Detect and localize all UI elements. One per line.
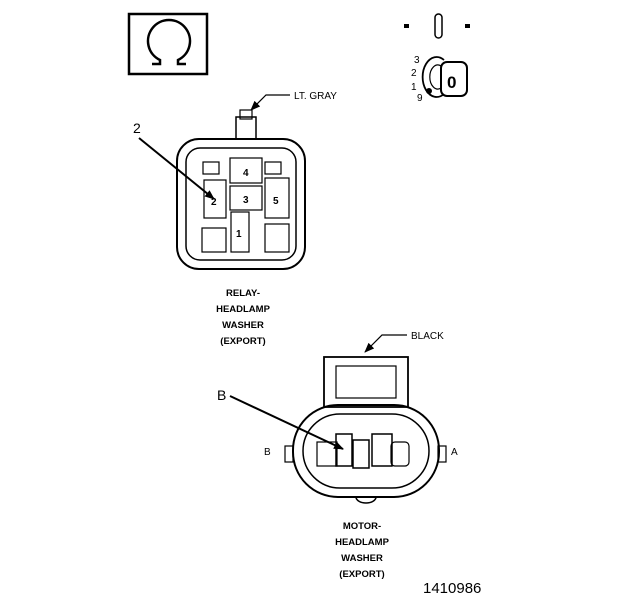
motor-callout-letter: B — [217, 387, 226, 403]
motor-caption: MOTOR- HEADLAMP WASHER (EXPORT) — [335, 521, 389, 580]
relay-pin-1: 1 — [236, 229, 242, 240]
ohmmeter-symbol: Ω — [127, 12, 209, 76]
ignition-position-9: 9 — [417, 93, 423, 104]
motor-terminal-label-b: B — [264, 447, 271, 458]
motor-caption-line-2: HEADLAMP — [335, 537, 389, 548]
relay-connector: LT. GRAY 4 3 2 5 1 2 — [133, 91, 337, 270]
relay-pin-4: 4 — [243, 168, 249, 179]
relay-pin-5: 5 — [273, 196, 279, 207]
relay-wire-color-label: LT. GRAY — [294, 91, 337, 102]
motor-caption-line-1: MOTOR- — [343, 521, 381, 532]
motor-connector: BLACK B A B — [217, 331, 458, 504]
relay-caption: RELAY- HEADLAMP WASHER (EXPORT) — [216, 288, 270, 347]
relay-pin-2: 2 — [211, 197, 217, 208]
motor-caption-line-4: (EXPORT) — [339, 569, 384, 580]
relay-callout-number: 2 — [133, 120, 141, 136]
relay-caption-line-4: (EXPORT) — [220, 336, 265, 347]
ignition-switch-symbol: 3 2 1 9 0 — [404, 13, 470, 104]
ignition-key-icon: 0 — [447, 73, 456, 92]
motor-wire-color-label: BLACK — [411, 331, 444, 342]
ignition-position-1: 1 — [411, 82, 417, 93]
relay-caption-line-1: RELAY- — [226, 288, 260, 299]
relay-caption-line-3: WASHER — [222, 320, 264, 331]
motor-terminal-label-a: A — [451, 447, 458, 458]
relay-caption-line-2: HEADLAMP — [216, 304, 270, 315]
relay-pin-3: 3 — [243, 195, 249, 206]
motor-caption-line-3: WASHER — [341, 553, 383, 564]
ignition-position-3: 3 — [414, 55, 420, 66]
ignition-position-2: 2 — [411, 68, 417, 79]
figure-number: 1410986 — [423, 580, 481, 597]
